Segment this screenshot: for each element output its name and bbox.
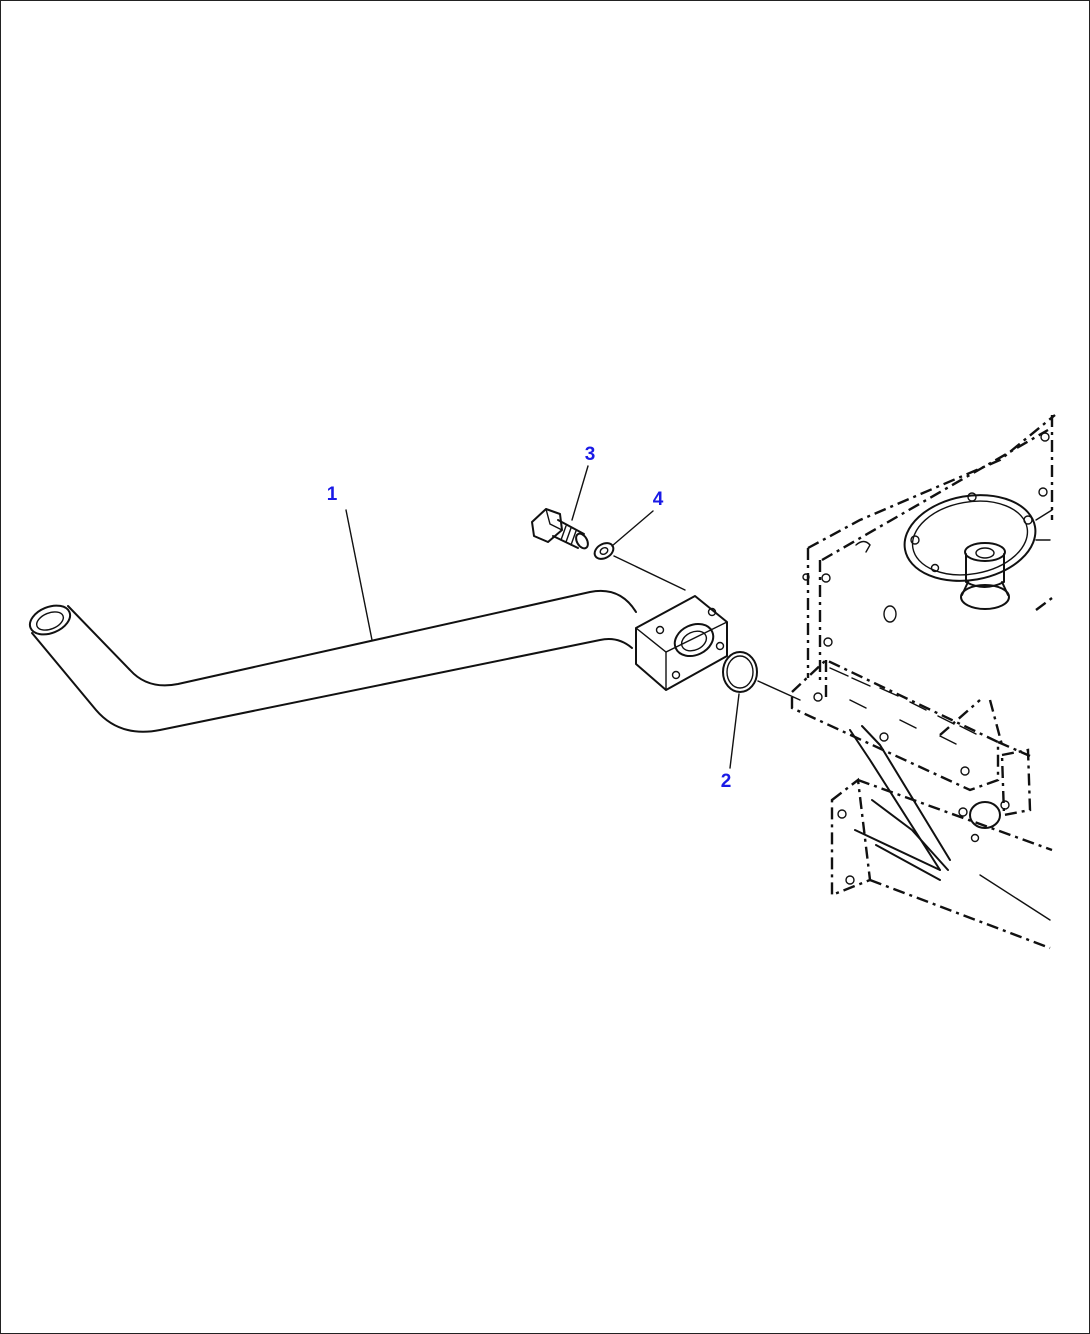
callouts: 1 2 3 4 [327,444,732,792]
o-ring [722,651,758,693]
callout-2: 2 [721,771,732,792]
bolt [531,508,589,550]
callout-4: 4 [653,489,664,510]
leader-lines [345,465,740,769]
alignment-lines [613,555,801,701]
pipe [28,590,728,733]
callout-1: 1 [327,484,338,505]
housing [790,414,1056,950]
callout-3: 3 [585,444,596,465]
leader-4 [611,510,654,547]
leader-2 [729,693,740,769]
leader-1 [345,509,373,641]
leader-3 [571,465,589,521]
washer [593,542,615,560]
